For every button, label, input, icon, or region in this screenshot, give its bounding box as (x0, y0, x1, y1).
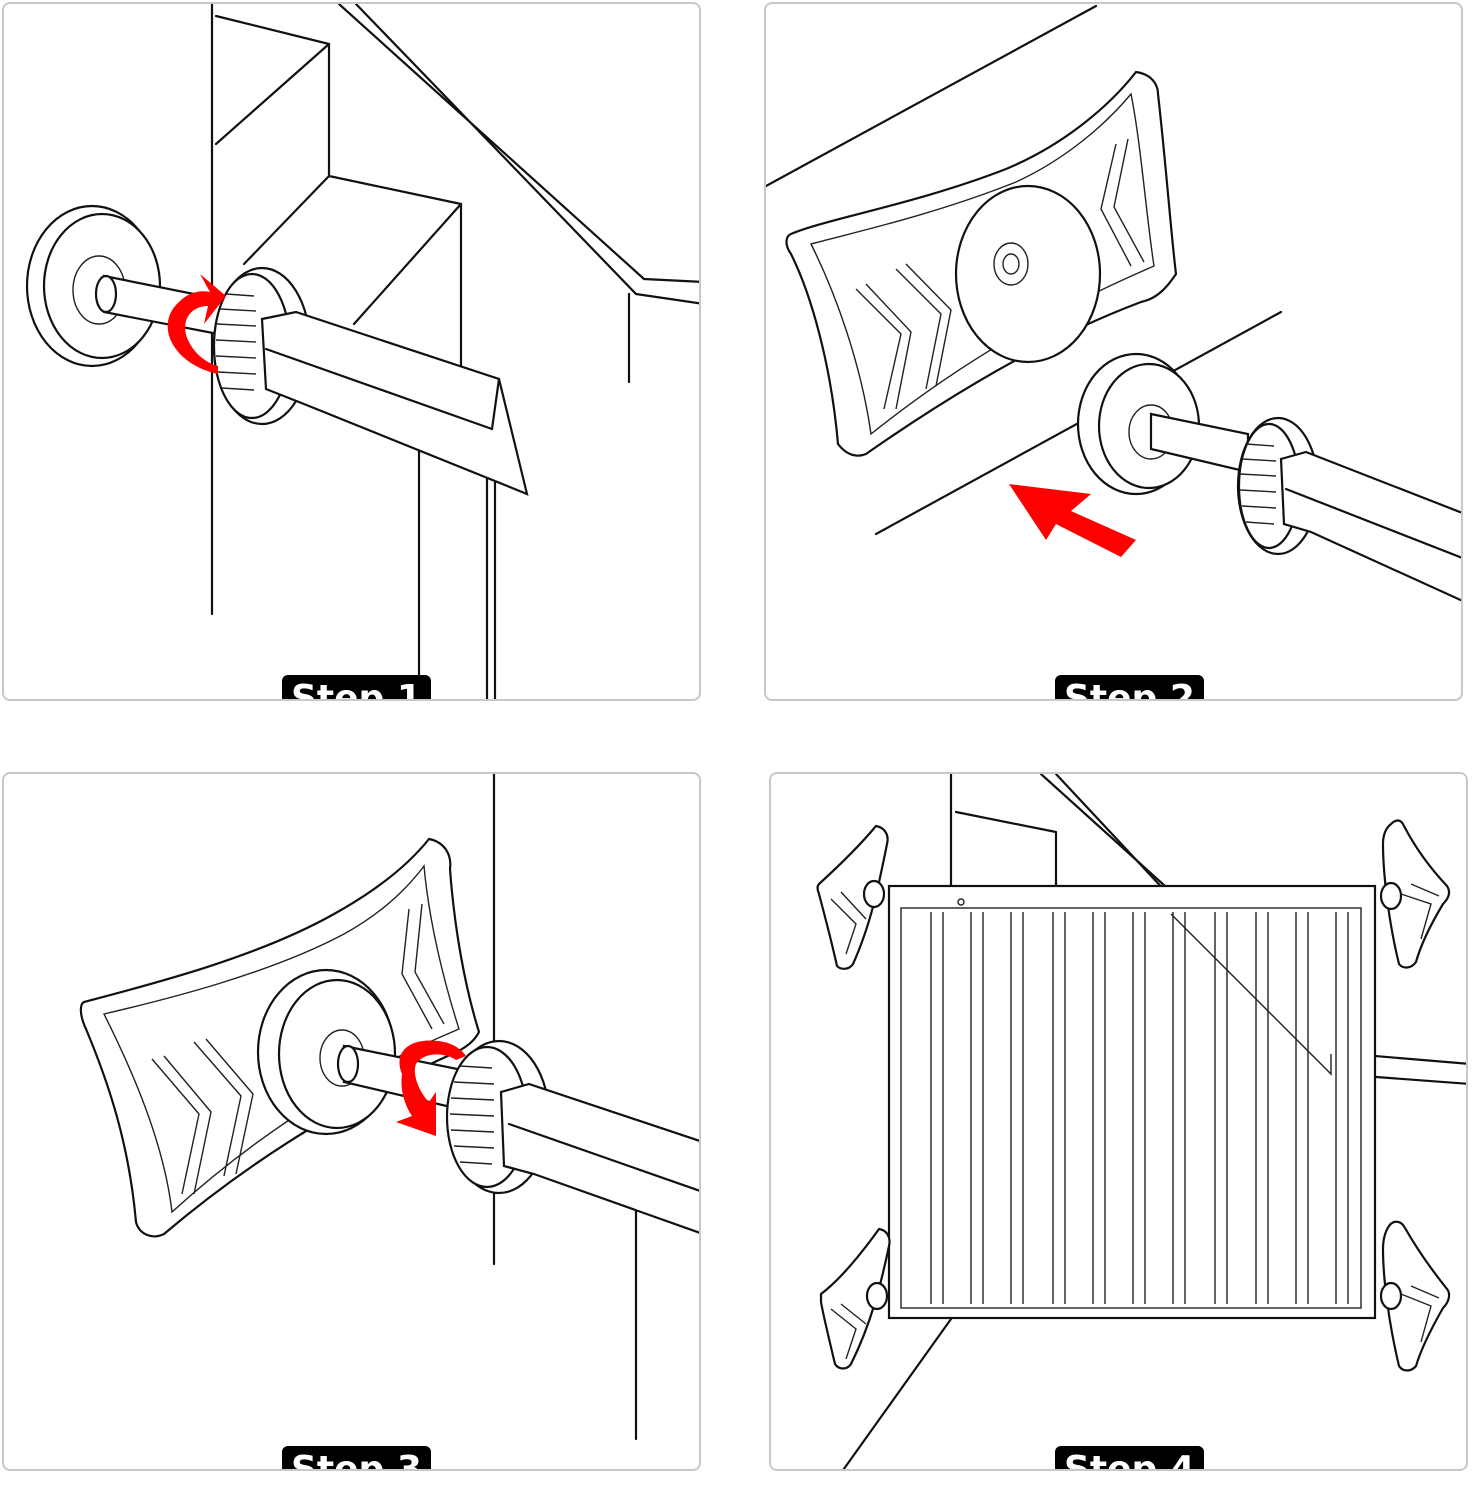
step-4-panel: Step 4 (769, 772, 1468, 1471)
gate-icon (930, 898, 1349, 1304)
step-3-illustration (79, 774, 699, 1441)
step-2-illustration (766, 4, 1461, 602)
step-1-panel: Step 1 (2, 2, 701, 701)
step-4-illustration (816, 774, 1466, 1469)
pad-top-right (1379, 819, 1451, 969)
step-1-illustration (25, 4, 699, 699)
pad-top-left (816, 824, 889, 970)
step-4-label: Step 4 (1055, 1446, 1204, 1469)
pad-bottom-left (819, 1227, 891, 1370)
push-arrow-icon (1009, 484, 1136, 557)
step-2-panel: Step 2 (764, 2, 1463, 701)
step-1-label: Step 1 (282, 675, 431, 699)
rotate-arrow-icon (167, 274, 226, 374)
step-2-label: Step 2 (1055, 675, 1204, 699)
rotate-arrow-icon (396, 1040, 466, 1136)
pad-bottom-right (1379, 1220, 1451, 1372)
step-3-panel: Step 3 (2, 772, 701, 1471)
step-3-label: Step 3 (282, 1446, 431, 1469)
